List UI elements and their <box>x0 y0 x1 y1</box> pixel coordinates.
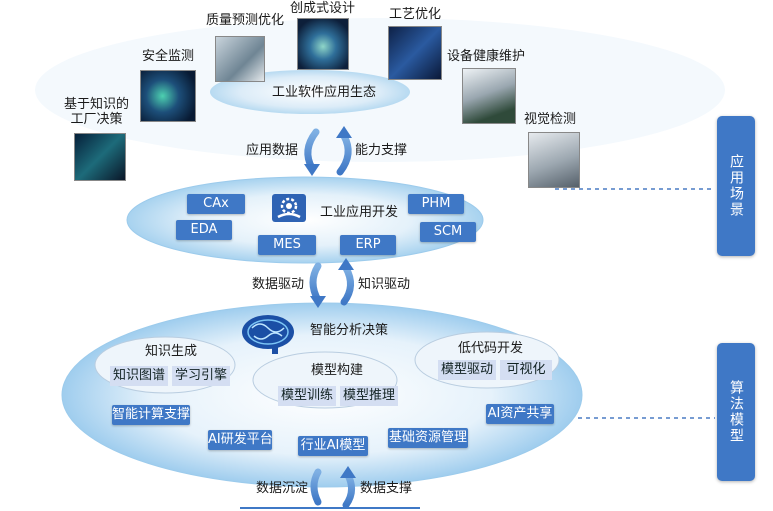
app-label-quality-prediction: 质量预测优化 <box>206 13 285 28</box>
app-dev-icon <box>272 194 306 222</box>
up-arrow-bottom <box>342 471 355 509</box>
app-label-equipment-health: 设备健康维护 <box>447 49 526 64</box>
lowcode-title: 低代码开发 <box>458 341 524 356</box>
up-arrow-head <box>336 126 352 138</box>
side-label-application-scenarios: 应用场景 <box>717 116 755 256</box>
flow-label-app-data: 应用数据 <box>246 143 299 158</box>
model-driven-tag: 模型驱动 <box>438 360 496 380</box>
tag-cax: CAx <box>187 194 245 214</box>
app-label-factory-decision: 基于知识的 工厂决策 <box>64 97 130 127</box>
model-training-tag: 模型训练 <box>278 386 336 406</box>
tag-phm: PHM <box>408 194 464 214</box>
app-label-generative-design: 创成式设计 <box>290 1 356 16</box>
equipment-health-image <box>462 68 516 124</box>
tag-basic-resource-mgmt: 基础资源管理 <box>388 428 468 448</box>
factory-decision-image <box>74 133 126 181</box>
process-optimization-image <box>388 26 442 80</box>
flow-label-capability-support: 能力支撑 <box>355 143 408 158</box>
learning-engine-tag: 学习引擎 <box>172 366 230 386</box>
safety-monitoring-image <box>140 70 196 122</box>
ai-title: 智能分析决策 <box>310 323 389 338</box>
model-inference-tag: 模型推理 <box>340 386 398 406</box>
up-arrow-mid-head <box>338 258 354 270</box>
model-title: 模型构建 <box>311 363 364 378</box>
generative-design-image <box>297 18 349 70</box>
up-arrow-top <box>336 132 352 176</box>
tag-smart-compute: 智能计算支撑 <box>112 405 190 425</box>
visualization-tag: 可视化 <box>500 360 552 380</box>
tag-mes: MES <box>258 235 316 255</box>
quality-prediction-image <box>215 36 265 82</box>
tag-scm: SCM <box>420 222 476 242</box>
flow-label-data-driven: 数据驱动 <box>252 277 305 292</box>
knowledge-title: 知识生成 <box>145 344 198 359</box>
tag-industry-ai-model: 行业AI模型 <box>298 436 368 456</box>
app-label-process-optimization: 工艺优化 <box>389 7 442 22</box>
knowledge-graph-tag: 知识图谱 <box>110 366 168 386</box>
app-label-safety-monitoring: 安全监测 <box>142 49 195 64</box>
flow-label-data-settling: 数据沉淀 <box>256 481 309 496</box>
down-arrow-head <box>304 164 320 176</box>
brain-icon <box>238 312 298 354</box>
flow-label-knowledge-driven: 知识驱动 <box>358 277 411 292</box>
down-arrow-mid-head <box>310 296 326 308</box>
up-arrow-bottom-head <box>340 466 356 478</box>
tag-erp: ERP <box>340 235 396 255</box>
side-label-algorithm-models: 算法模型 <box>717 343 755 481</box>
app-label-visual-inspection: 视觉检测 <box>524 112 577 127</box>
down-arrow-bottom <box>310 468 322 506</box>
gear-hand-icon <box>277 197 301 219</box>
tag-ai-rd-platform: AI研发平台 <box>208 430 273 450</box>
visual-inspection-image <box>528 132 580 188</box>
app-dev-title: 工业应用开发 <box>320 205 399 220</box>
tag-eda: EDA <box>176 220 232 240</box>
tag-ai-asset-sharing: AI资产共享 <box>486 404 554 424</box>
up-arrow-mid <box>340 264 354 306</box>
ecosystem-title: 工业软件应用生态 <box>272 85 377 100</box>
flow-label-data-support: 数据支撑 <box>360 481 413 496</box>
down-arrow-mid <box>309 262 322 304</box>
